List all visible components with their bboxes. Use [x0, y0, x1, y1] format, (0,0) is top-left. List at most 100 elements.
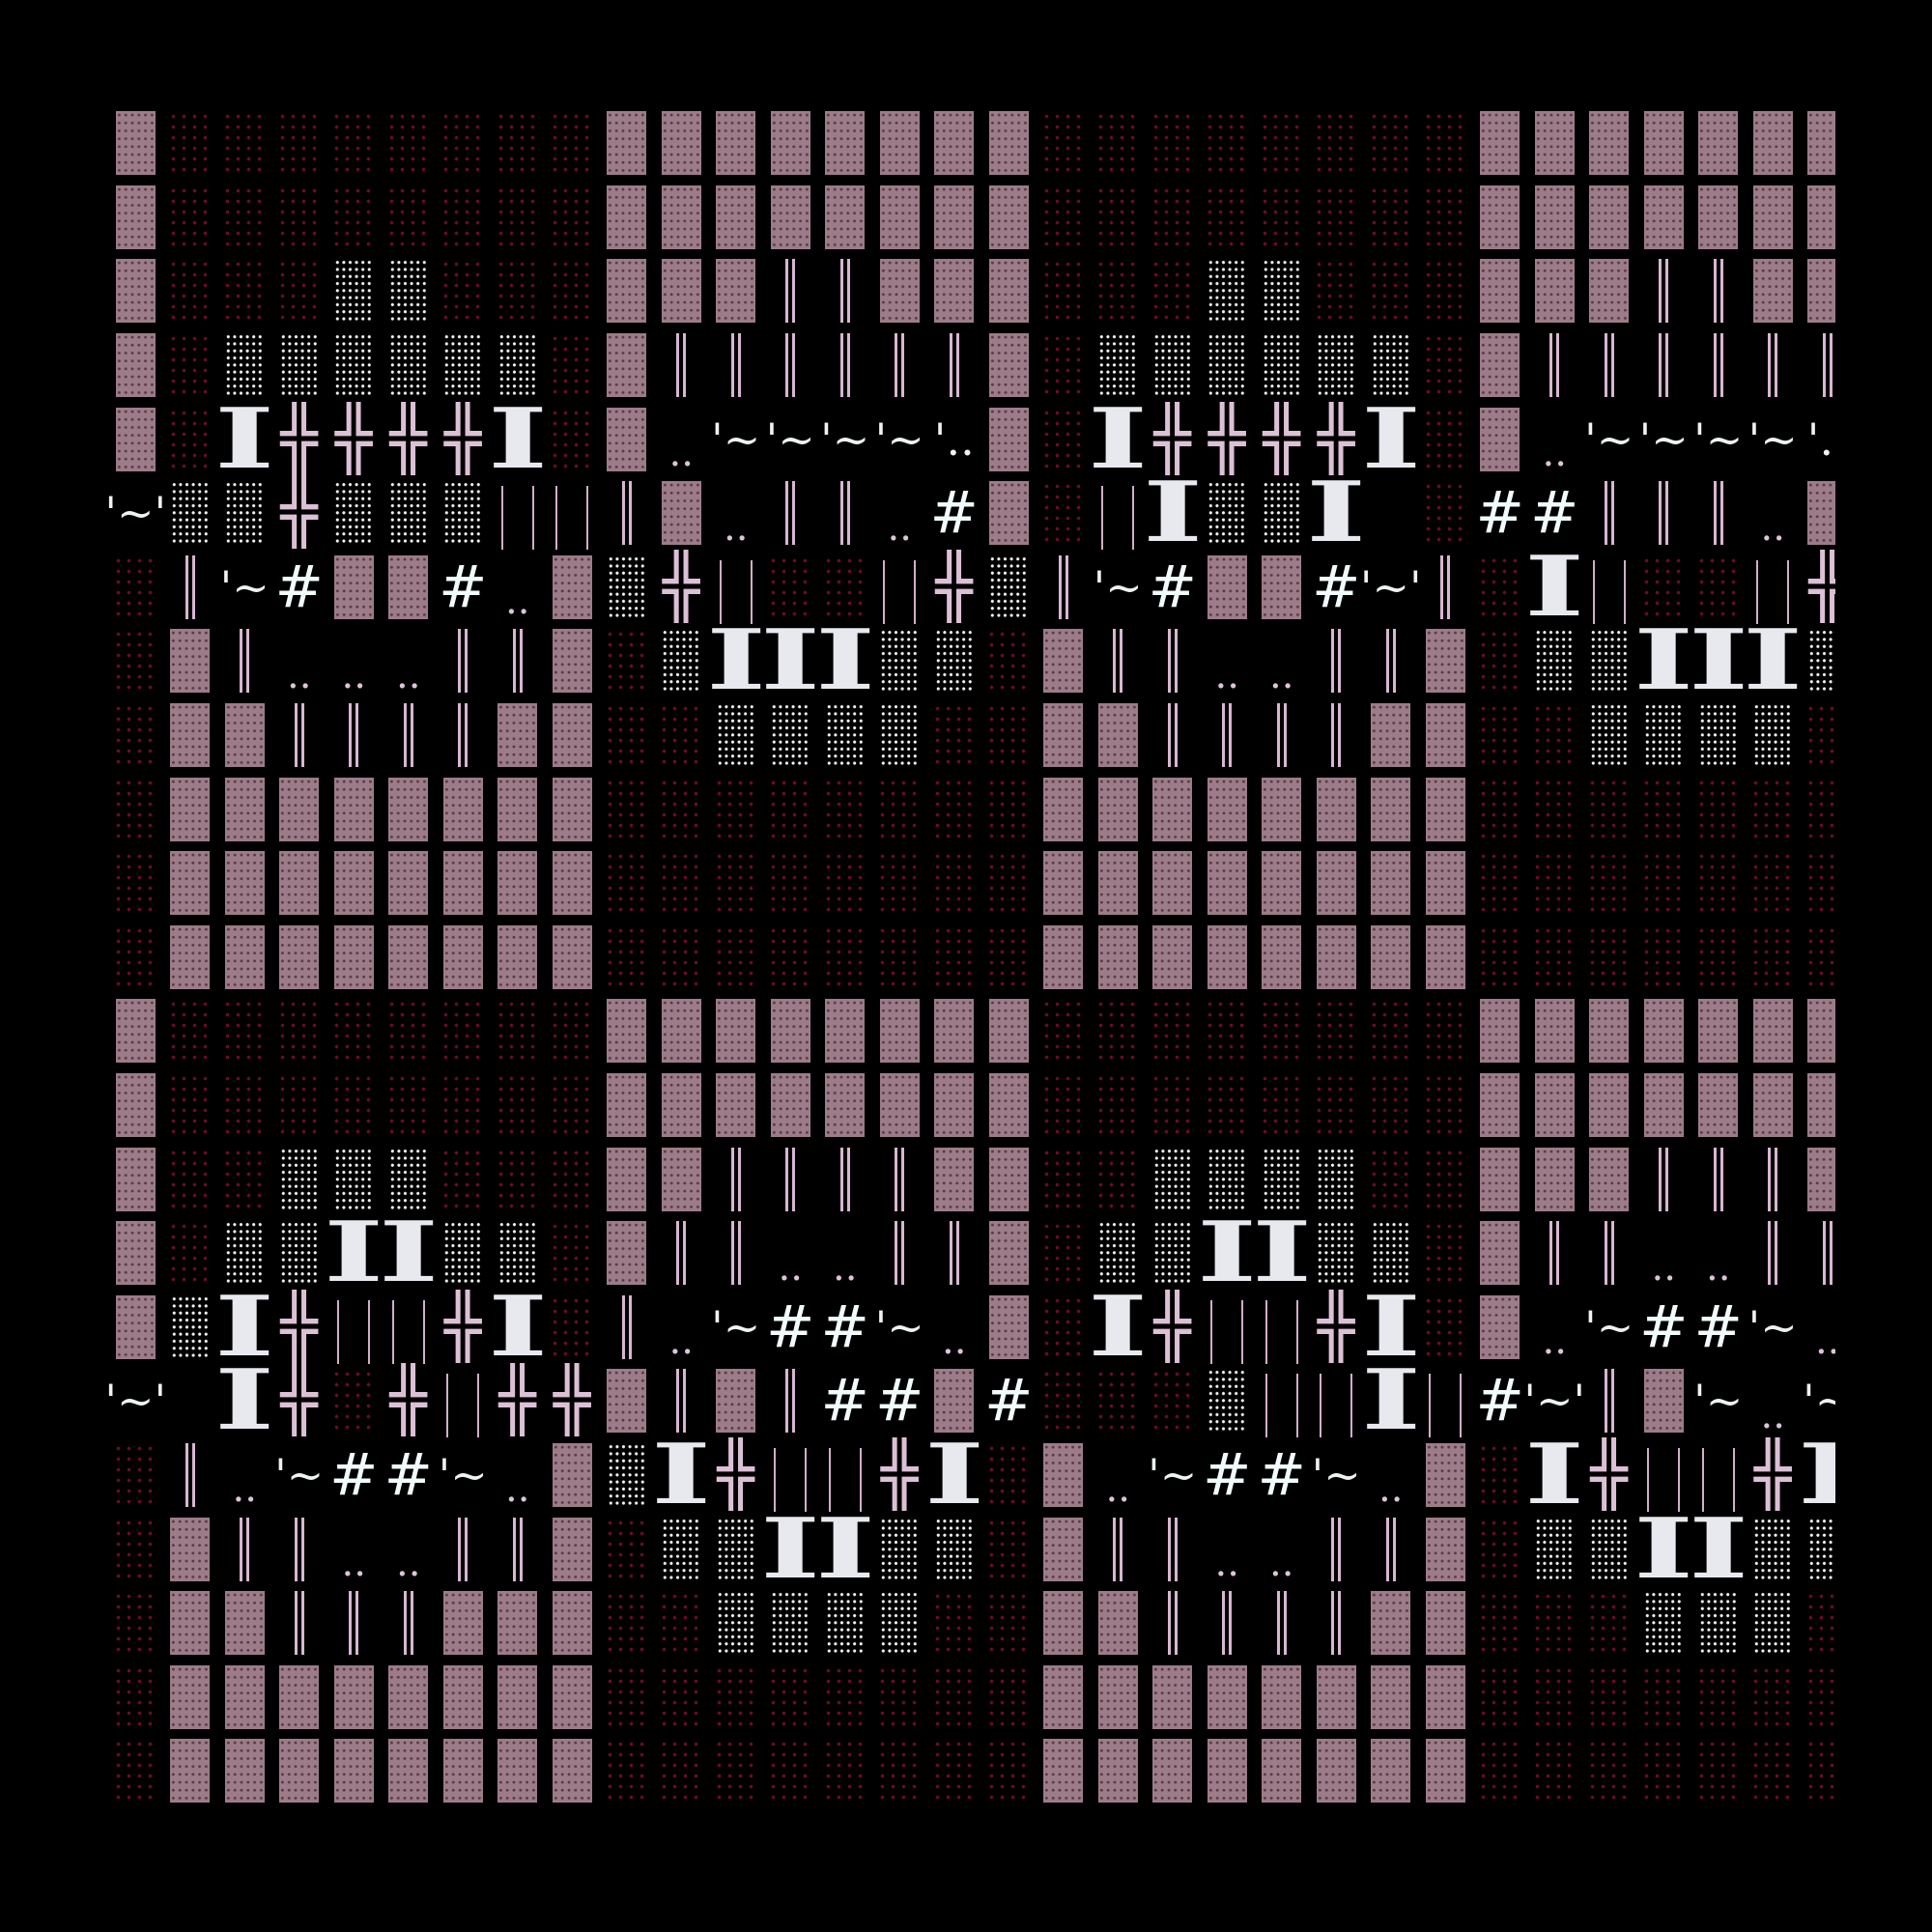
- double-bar-glyph: [458, 703, 469, 768]
- split-bar-glyph: [1210, 1299, 1244, 1364]
- art-cell: [1364, 1661, 1419, 1735]
- mauve-dotted-block: [1097, 924, 1138, 989]
- art-cell: [1636, 476, 1691, 551]
- art-cell: [1418, 1661, 1473, 1735]
- dark-red-dot-field: [1040, 259, 1086, 324]
- dark-red-dot-field: [1641, 1664, 1687, 1729]
- dark-red-dot-field: [1804, 1664, 1835, 1729]
- art-cell: [1473, 106, 1528, 181]
- mauve-dotted-block: [442, 1664, 483, 1729]
- dark-red-dot-field: [385, 1073, 431, 1138]
- double-dot-glyph: ..: [833, 1244, 858, 1290]
- double-bar-glyph: [1713, 259, 1723, 324]
- art-cell: [545, 254, 600, 328]
- art-cell: ..: [654, 402, 709, 476]
- art-cell: [217, 1586, 272, 1661]
- art-cell: [709, 921, 764, 995]
- mauve-dotted-block: [1316, 924, 1356, 989]
- art-cell: [382, 1068, 437, 1143]
- mauve-dotted-block: [1043, 777, 1084, 841]
- art-cell: #: [1527, 476, 1582, 551]
- art-cell: [872, 624, 927, 698]
- art-cell: [1200, 328, 1255, 403]
- art-cell: I: [1689, 619, 1748, 702]
- art-cell: [382, 698, 437, 773]
- mauve-dotted-block: [1371, 703, 1411, 768]
- art-cell: [545, 1291, 600, 1365]
- art-cell: [1527, 1216, 1582, 1291]
- dark-red-dot-field: [1477, 1591, 1522, 1656]
- double-bar-glyph: [1113, 1517, 1123, 1581]
- dark-red-dot-field: [768, 1739, 813, 1804]
- art-cell: [108, 181, 163, 255]
- art-cell: '~: [1746, 1291, 1801, 1365]
- mauve-dotted-block: [552, 777, 592, 841]
- mauve-dotted-block: [661, 111, 701, 176]
- dark-red-dot-field: [768, 554, 813, 619]
- quote-tilde-glyph: '~: [765, 412, 815, 466]
- white-dot-block: [1317, 1221, 1356, 1286]
- art-cell: [1146, 254, 1201, 328]
- art-cell: [1091, 1512, 1146, 1586]
- serif-i-glyph: I: [214, 1351, 275, 1450]
- mauve-dotted-block: [1807, 1073, 1835, 1138]
- art-cell: [600, 1216, 655, 1291]
- mauve-dotted-block: [1316, 1664, 1356, 1729]
- art-cell: [709, 772, 764, 846]
- art-cell: [1418, 846, 1473, 921]
- art-cell: [763, 476, 818, 551]
- art-cell: I: [651, 1434, 711, 1517]
- white-dot-block: [1589, 703, 1629, 768]
- double-cross-glyph: ╬: [1317, 1291, 1355, 1363]
- dark-red-dot-field: [877, 1739, 923, 1804]
- art-cell: [1309, 846, 1364, 921]
- mauve-dotted-block: [1534, 185, 1575, 249]
- art-cell: [1746, 328, 1801, 403]
- art-cell: [818, 1661, 873, 1735]
- mauve-dotted-block: [1425, 1739, 1465, 1804]
- double-bar-glyph: [730, 1147, 741, 1211]
- art-cell: [1527, 1142, 1582, 1216]
- art-cell: [600, 846, 655, 921]
- art-cell: [1418, 106, 1473, 181]
- dark-red-dot-field: [604, 777, 649, 841]
- white-dot-block: [1208, 1369, 1247, 1434]
- dark-red-dot-field: [604, 1591, 649, 1656]
- art-cell: [1473, 772, 1528, 846]
- art-cell: '~: [272, 1438, 327, 1513]
- art-cell: [1801, 1216, 1836, 1291]
- double-dot-glyph: ..: [396, 1540, 421, 1585]
- art-cell: [1255, 106, 1310, 181]
- dark-red-dot-field: [1368, 259, 1413, 324]
- art-cell: [654, 1734, 709, 1808]
- art-cell: '~: [872, 1291, 927, 1365]
- mauve-dotted-block: [1097, 851, 1138, 916]
- white-dot-block: [1098, 1221, 1138, 1286]
- dark-red-dot-field: [113, 924, 158, 989]
- split-bar-glyph: [1647, 1448, 1681, 1513]
- double-bar-glyph: [1713, 481, 1723, 546]
- art-cell: [1146, 772, 1201, 846]
- art-cell: [872, 1216, 927, 1291]
- art-cell: [1473, 1512, 1528, 1586]
- dark-red-dot-field: [1150, 111, 1195, 176]
- dark-red-dot-field: [276, 185, 322, 249]
- art-cell: ..: [327, 624, 382, 698]
- art-cell: [217, 1512, 272, 1586]
- art-cell: [818, 846, 873, 921]
- dark-red-dot-field: [385, 185, 431, 249]
- art-cell: [491, 1586, 546, 1661]
- art-cell: ╬: [272, 476, 327, 551]
- serif-i-glyph: I: [1360, 1351, 1421, 1450]
- quote-tilde-glyph: '~: [274, 1449, 325, 1502]
- mauve-dotted-block: [279, 777, 320, 841]
- art-cell: [436, 772, 491, 846]
- dark-red-dot-field: [331, 999, 377, 1064]
- white-dot-block: [1753, 703, 1793, 768]
- art-cell: [327, 772, 382, 846]
- art-cell: [1364, 254, 1419, 328]
- art-cell: I: [324, 1211, 384, 1294]
- art-cell: ╬: [382, 1364, 437, 1438]
- split-bar-glyph: [446, 1374, 480, 1438]
- art-cell: [1255, 1291, 1310, 1365]
